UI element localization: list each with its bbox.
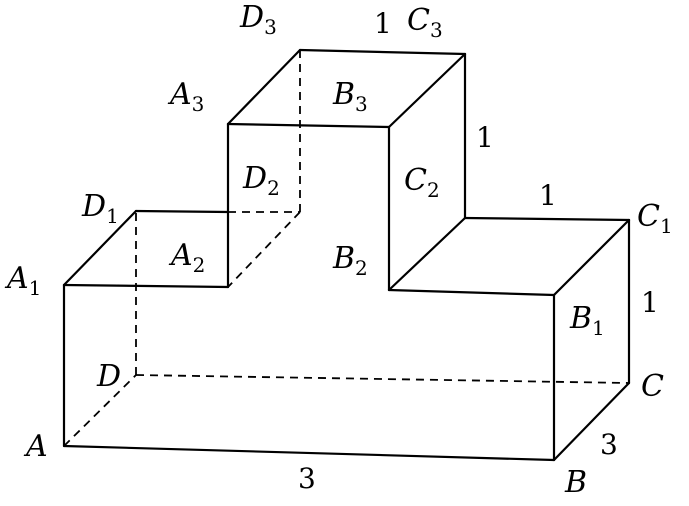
label-C: C xyxy=(641,369,664,404)
label-D1: D1 xyxy=(81,189,119,228)
edge-A1-D1 xyxy=(62,209,138,287)
edge-A-D xyxy=(63,374,137,447)
label-B2: B2 xyxy=(332,241,368,280)
label-C3: C3 xyxy=(407,3,443,42)
edge-B2-B1 xyxy=(387,288,556,297)
edge-C3-B3 xyxy=(387,52,467,129)
label-C2: C2 xyxy=(404,163,440,202)
edge-A3-D3 xyxy=(226,48,302,126)
label-A: A xyxy=(23,429,48,464)
label-B1: B1 xyxy=(569,301,605,340)
edge-A3-B3 xyxy=(226,122,391,129)
length-AB: 3 xyxy=(298,462,316,495)
length-CC1: 1 xyxy=(641,286,659,319)
label-D2: D2 xyxy=(242,161,280,200)
edge-A-B xyxy=(62,444,556,462)
length-C2C3: 1 xyxy=(476,121,494,154)
label-A1: A1 xyxy=(4,261,41,300)
edge-D3-C3 xyxy=(298,48,467,56)
edge-C2-C1 xyxy=(463,216,631,222)
label-B3: B3 xyxy=(332,77,368,116)
edge-D-C xyxy=(135,374,630,384)
label-B: B xyxy=(564,465,587,500)
edge-B2-C2 xyxy=(387,216,467,292)
length-BC: 3 xyxy=(600,428,618,461)
edge-D2-A2 xyxy=(227,211,301,288)
length-D3C3: 1 xyxy=(374,7,392,40)
edge-A1-A2 xyxy=(62,283,230,289)
label-A3: A3 xyxy=(167,77,204,116)
label-A2: A2 xyxy=(168,238,205,277)
edge-B1-C1 xyxy=(552,218,631,297)
length-C2C1: 1 xyxy=(539,179,557,212)
hidden-edges xyxy=(63,50,630,447)
label-D: D xyxy=(96,359,121,394)
edge-B-C xyxy=(552,381,631,462)
label-C1: C1 xyxy=(637,199,673,238)
edge-length-labels: 3 3 1 1 1 1 xyxy=(298,7,659,495)
label-D3: D3 xyxy=(239,0,277,39)
vertex-labels: A B C D A1 B1 C1 D1 A2 B2 C2 D2 A3 B3 C3… xyxy=(4,0,673,500)
visible-edges xyxy=(62,48,631,462)
edge-D1-D2-front xyxy=(134,209,230,214)
